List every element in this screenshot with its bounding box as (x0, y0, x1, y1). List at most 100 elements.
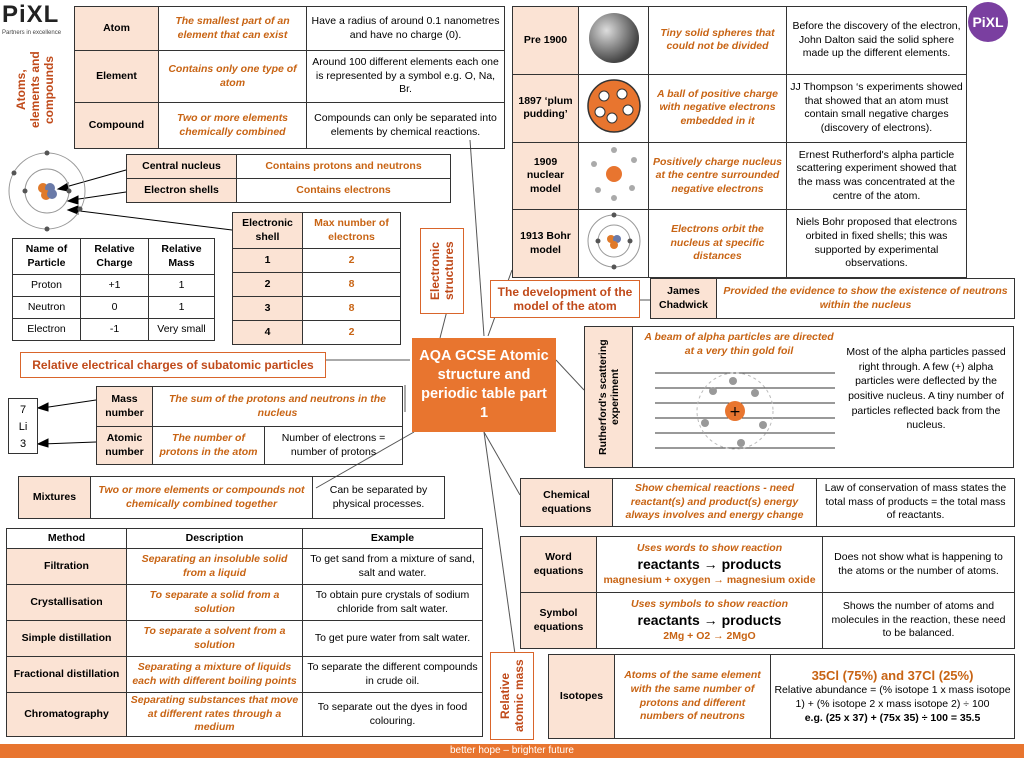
method-name: Chromatography (6, 692, 127, 737)
section-label-atoms: Atoms, elements and compounds (6, 46, 64, 134)
lithium-symbol: 7 Li 3 (8, 398, 38, 454)
isotopes-heading: 35Cl (75%) and 37Cl (25%) (811, 667, 974, 683)
footer-bar: better hope – brighter future (0, 744, 1024, 758)
shells-header: Electronic shell (232, 212, 303, 249)
section-label-electronic: Electronic structures (420, 228, 464, 314)
model-note: JJ Thompson ‘s experiments showed that s… (786, 73, 967, 143)
shells-header: Max number of electrons (302, 212, 401, 249)
aec-note: Around 100 different elements each one i… (306, 50, 505, 103)
model-desc: Tiny solid spheres that could not be div… (648, 6, 787, 75)
rutherford-box: Rutherford's scattering experiment A bea… (584, 326, 1014, 468)
solid-sphere-icon (588, 13, 639, 63)
aec-note: Have a radius of around 0.1 nanometres a… (306, 6, 505, 51)
part-def: Contains electrons (236, 178, 451, 203)
aec-def: Two or more elements chemically combined (158, 102, 307, 149)
shell-max: 2 (302, 320, 401, 345)
symbol-eq-example: 2Mg + O2 → 2MgO (663, 629, 756, 642)
bohr-model-icon (587, 212, 640, 270)
word-eq-top: Uses words to show reaction (636, 541, 783, 554)
method-name: Fractional distillation (6, 656, 127, 693)
method-desc: Separating substances that move at diffe… (126, 692, 303, 737)
particle-mass: 1 (148, 296, 215, 319)
part-def: Contains protons and neutrons (236, 154, 451, 179)
arrow-atomic (41, 441, 97, 445)
model-image (578, 73, 649, 143)
mixtures-def: Two or more elements or compounds not ch… (90, 476, 313, 519)
rel-charges-title: Relative electrical charges of subatomic… (20, 352, 326, 378)
arrow-mass (41, 399, 97, 409)
number-term: Atomic number (96, 426, 153, 465)
atom-diagram (8, 150, 86, 232)
model-name: 1909 nuclear model (512, 141, 579, 211)
nuclear-model-icon (590, 146, 637, 201)
method-example: To get pure water from salt water. (302, 620, 483, 657)
pixl-logo: PiXL Partners in excellence (2, 1, 62, 36)
method-name: Crystallisation (6, 584, 127, 621)
page-title: AQA GCSE Atomic structure and periodic t… (412, 338, 556, 432)
particle-charge: 0 (80, 296, 149, 319)
isotopes-example: e.g. (25 x 37) + (75x 35) ÷ 100 = 35.5 (804, 711, 981, 724)
number-term: Mass number (96, 386, 153, 427)
symbol-eq-term: Symbol equations (520, 592, 597, 649)
aec-term: Element (74, 50, 159, 103)
isotopes-table: Isotopes Atoms of the same element with … (548, 654, 1015, 739)
lithium-atomic: 3 (19, 438, 27, 450)
shell-number: 4 (232, 320, 303, 345)
isotopes-def: Atoms of the same element with the same … (614, 654, 771, 739)
word-eq-example: magnesium + oxygen → magnesium oxide (603, 573, 816, 586)
particle-name: Neutron (12, 296, 81, 319)
plum-pudding-icon (586, 79, 641, 133)
rutherford-beam: A beam of alpha particles are directed a… (644, 331, 834, 357)
model-note: Niels Bohr proposed that electrons orbit… (786, 209, 967, 278)
arrow-nucleus (61, 169, 127, 189)
methods-header: Description (126, 528, 303, 549)
symbol-eq-top: Uses symbols to show reaction (631, 597, 788, 610)
electron (44, 226, 50, 232)
shell-max: 8 (302, 296, 401, 321)
method-example: To get sand from a mixture of sand, salt… (302, 548, 483, 585)
equations-table: Word equations Uses words to show reacti… (520, 536, 1015, 649)
isotopes-formula: Relative abundance = (% isotope 1 x mass… (774, 684, 1011, 711)
particles-header: Name of Particle (12, 238, 81, 275)
model-name: 1897 ‘plum pudding’ (512, 73, 579, 143)
isotopes-cell: 35Cl (75%) and 37Cl (25%) Relative abund… (770, 654, 1015, 739)
model-desc: A ball of positive charge with negative … (648, 73, 787, 143)
connector-line (555, 359, 585, 391)
method-name: Filtration (6, 548, 127, 585)
aec-term: Atom (74, 6, 159, 51)
particle-charge: +1 (80, 274, 149, 297)
svg-text:+: + (729, 404, 741, 420)
methods-header: Example (302, 528, 483, 549)
particle-charge: -1 (80, 318, 149, 341)
model-note: Before the discovery of the electron, Jo… (786, 6, 967, 75)
particle-mass: 1 (148, 274, 215, 297)
connector-line (483, 431, 521, 691)
model-image (578, 6, 649, 75)
model-name: 1913 Bohr model (512, 209, 579, 278)
chem-eq-term: Chemical equations (520, 478, 613, 527)
isotopes-term: Isotopes (548, 654, 615, 739)
footer-text: better hope – brighter future (450, 745, 574, 756)
chem-eq-def: Show chemical reactions - need reactant(… (612, 478, 817, 527)
particle-name: Electron (12, 318, 81, 341)
model-desc: Positively charge nucleus at the centre … (648, 141, 787, 211)
part-term: Electron shells (126, 178, 237, 203)
dev-title: The development of the model of the atom (490, 280, 640, 318)
chadwick-name: James Chadwick (650, 278, 717, 319)
connector-line (483, 431, 521, 496)
word-eq-term: Word equations (520, 536, 597, 593)
particle-mass: Very small (148, 318, 215, 341)
method-name: Simple distillation (6, 620, 127, 657)
method-desc: To separate a solvent from a solution (126, 620, 303, 657)
model-image (578, 141, 649, 211)
lithium-symbol-text: Li (18, 421, 28, 433)
part-term: Central nucleus (126, 154, 237, 179)
connector-line (469, 139, 485, 337)
shell-max: 8 (302, 272, 401, 297)
